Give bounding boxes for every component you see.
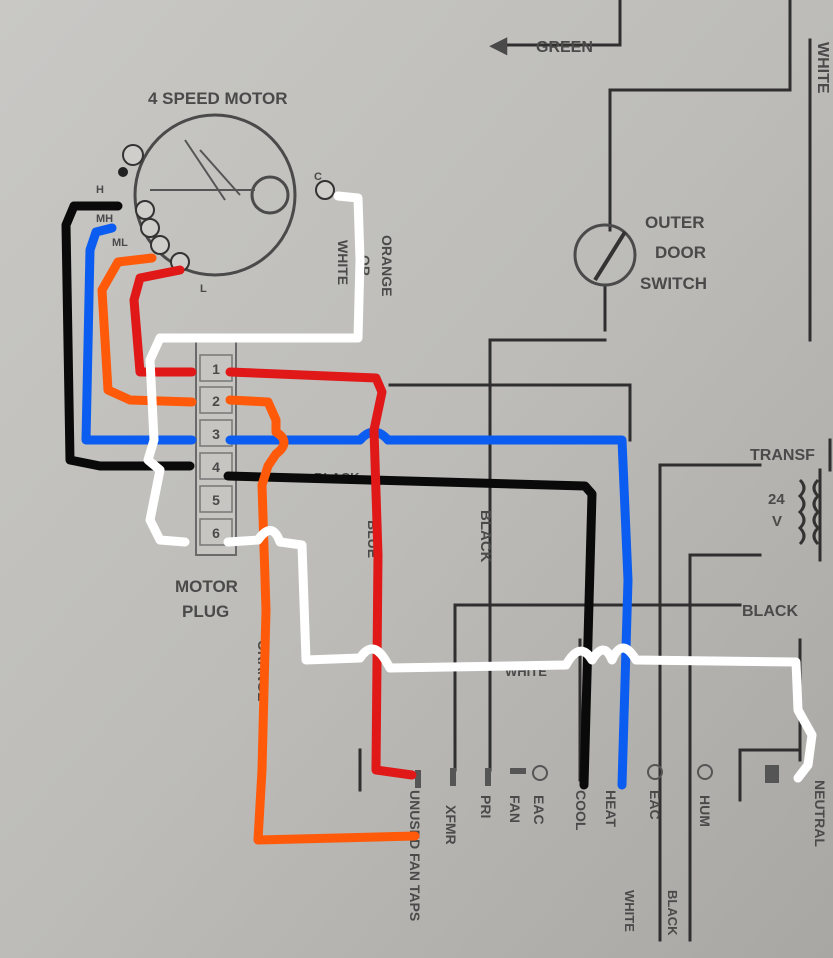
black-mid-label: BLACK (477, 510, 494, 563)
tap-ml-label: ML (112, 237, 128, 249)
terminal-heat: HEAT (603, 790, 619, 828)
plug-pin-2: 2 (212, 393, 220, 409)
volts-value: 24 (768, 491, 785, 508)
transformer-coil (797, 478, 821, 546)
green-label: GREEN (536, 39, 593, 56)
terminal-cool: COOL (573, 790, 589, 831)
tap-l-label: L (200, 283, 207, 295)
volts-unit: V (772, 513, 782, 530)
terminal-unused-fan-taps: UNUSED FAN TAPS (407, 790, 423, 921)
outer-door-label-2: DOOR (655, 243, 706, 262)
tap-mh-label: MH (96, 213, 113, 225)
hand-drawn-wires (61, 191, 817, 845)
plug-pin-4: 4 (212, 459, 220, 475)
terminal-xfmr: XFMR (443, 805, 459, 845)
bottom-black-label: BLACK (665, 890, 680, 936)
ground-arrow-icon: ◀ (489, 32, 508, 57)
plug-pin-5: 5 (212, 492, 220, 508)
motor-plug-label-1: MOTOR (175, 577, 238, 596)
white-wire (143, 191, 817, 783)
orange-or-white-label-1: ORANGE (379, 235, 395, 296)
motor-title: 4 SPEED MOTOR (148, 89, 288, 108)
plug-pin-3: 3 (212, 426, 220, 442)
outer-door-label-3: SWITCH (640, 274, 707, 293)
motor-symbol: H MH ML L C (96, 113, 335, 295)
terminal-eac-1: EAC (531, 795, 547, 825)
tap-c-label: C (314, 171, 322, 183)
plug-pin-6: 6 (212, 525, 220, 541)
outer-door-switch (573, 223, 637, 287)
terminal-hum: HUM (697, 795, 713, 827)
outer-door-label-1: OUTER (645, 213, 705, 232)
terminal-strip-marks (415, 764, 779, 788)
bottom-white-label: WHITE (622, 890, 637, 932)
terminal-fan: FAN (507, 795, 523, 823)
printed-labels: 4 SPEED MOTOR GREEN ◀ WHITE OUTER DOOR S… (148, 32, 831, 936)
red-wire (129, 265, 417, 780)
orange-or-white-label-3: WHITE (335, 240, 351, 285)
orange-wire (97, 253, 420, 845)
transformer-label: TRANSF (750, 447, 815, 464)
tap-h-label: H (96, 184, 104, 196)
white-top-label: WHITE (814, 42, 831, 94)
plug-pin-1: 1 (212, 361, 220, 377)
terminal-neutral: NEUTRAL (812, 780, 828, 847)
black-wire (61, 201, 597, 790)
terminal-eac-2: EAC (647, 790, 663, 820)
terminal-pri: PRI (478, 795, 494, 818)
motor-plug-label-2: PLUG (182, 602, 229, 621)
black-right-label: BLACK (742, 603, 798, 620)
